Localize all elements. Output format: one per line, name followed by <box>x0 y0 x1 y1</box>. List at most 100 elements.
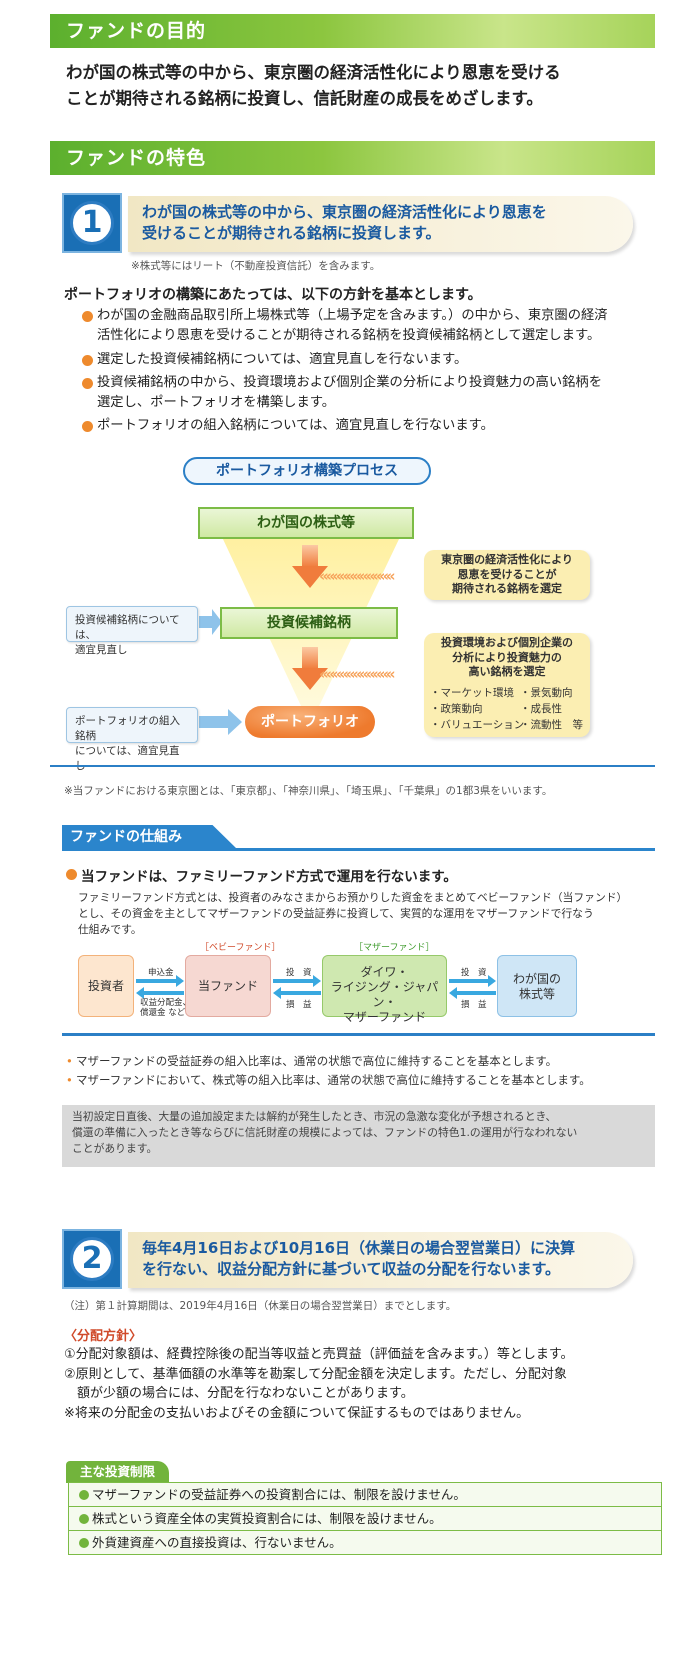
selection-box-1-l2: 恩恵を受けることが <box>457 567 557 581</box>
review-box-1-l1: 投資候補銘柄については、 <box>75 614 180 641</box>
subscription-label: 申込金 <box>148 968 174 978</box>
policy-bullet-3-l1: 投資候補銘柄の中から、投資環境および個別企業の分析により投資魅力の高い銘柄を <box>97 375 603 390</box>
caution-l2: 償還の準備に入ったとき等ならびに信託財産の規模によっては、ファンドの特色1.の運… <box>72 1126 578 1139</box>
stocks-l1: わが国の <box>512 972 561 986</box>
feature2-note: （注）第１計算期間は、2019年4月16日（休業日の場合翌営業日）までとします。 <box>64 1300 457 1312</box>
review-box-2: ポートフォリオの組入銘柄 については、適宜見直し <box>66 707 198 772</box>
distribution-policy-2b: 額が少額の場合には、分配を行なわないことがあります。 <box>64 1386 414 1401</box>
invest-label-1: 投 資 <box>286 968 312 978</box>
mother-fund-l1: ダイワ・ <box>360 965 409 979</box>
selection-box-2-l3: 高い銘柄を選定 <box>468 665 546 678</box>
feature2-number: 2 <box>70 1237 114 1281</box>
feature2-number-box: 2 <box>62 1229 122 1289</box>
mother-fund-l3: マザーファンド <box>342 1010 427 1024</box>
policy-bullet-3: 投資候補銘柄の中から、投資環境および個別企業の分析により投資魅力の高い銘柄を 選… <box>82 373 642 413</box>
distribution-label: 収益分配金、 償還金 など <box>140 998 191 1018</box>
selection-box-2-l1: 投資環境および個別企業の <box>441 636 573 649</box>
policy-bullet-3-l2: 選定し、ポートフォリオを構築します。 <box>97 395 336 410</box>
mother-fund-box: ダイワ・ ライジング・ジャパン・ マザーファンド <box>322 955 447 1024</box>
stocks-box: わが国の 株式等 <box>497 955 577 1017</box>
caution-l1: 当初設定日直後、大量の追加設定または解約が発生したとき、市況の急激な変化が予想さ… <box>72 1110 557 1123</box>
down-arrow-2-shaft <box>302 647 318 669</box>
stage-stocks: わが国の株式等 <box>198 507 414 539</box>
purpose-text: わが国の株式等の中から、東京圏の経済活性化により恩恵を受ける ことが期待される銘… <box>66 60 646 112</box>
restriction-3-text: 外貨建資産への直接投資は、行ないません。 <box>92 1535 342 1550</box>
selection-box-1: 東京圏の経済活性化により 恩恵を受けることが 期待される銘柄を選定 <box>424 550 590 600</box>
divider-2 <box>62 1033 655 1036</box>
distribution-policy-1: ①分配対象額は、経費控除後の配当等収益と売買益（評価益を含みます。）等とします。 <box>64 1347 574 1362</box>
profit-label-1: 損 益 <box>286 1000 312 1010</box>
down-arrow-2-head <box>292 668 328 690</box>
distribution-policy: ①分配対象額は、経費控除後の配当等収益と売買益（評価益を含みます。）等とします。… <box>64 1345 654 1423</box>
factor-valuation: ・バリュエーション <box>430 719 525 731</box>
factor-liquidity: ・流動性 等 <box>520 719 583 731</box>
mechanism-desc-2: とし、その資金を主としてマザーファンドの受益証券に投資して、実質的な運用をマザー… <box>78 907 594 920</box>
feature2-line2: を行ない、収益分配方針に基づいて収益の分配を行ないます。 <box>142 1260 561 1278</box>
restriction-3: 外貨建資産への直接投資は、行ないません。 <box>68 1530 662 1555</box>
mechanism-desc-3: 仕組みです。 <box>78 923 142 936</box>
policy-bullet-4-l1: ポートフォリオの組入銘柄については、適宜見直しを行ないます。 <box>97 418 494 433</box>
factor-growth: ・成長性 <box>520 703 562 715</box>
stage-portfolio: ポートフォリオ <box>245 706 375 738</box>
chevrons-2: ««««««««««« <box>319 665 395 683</box>
invest-label-2: 投 資 <box>461 968 487 978</box>
factor-policy: ・政策動向 <box>430 703 483 715</box>
restriction-2-dot <box>79 1514 89 1524</box>
policy-bullet-2-l1: 選定した投資候補銘柄については、適宜見直しを行ないます。 <box>97 352 468 367</box>
restriction-2: 株式という資産全体の実質投資割合には、制限を設けません。 <box>68 1506 662 1531</box>
chevrons-1: ««««««««««« <box>319 567 395 585</box>
mechanism-lead: 当ファンドは、ファミリーファンド方式で運用を行ないます。 <box>66 865 457 885</box>
feature1-line2: 受けることが期待される銘柄に投資します。 <box>142 224 441 242</box>
selection-box-1-l1: 東京圏の経済活性化により <box>441 553 573 566</box>
factor-market: ・マーケット環境 <box>430 687 514 699</box>
review-box-1-l2: 適宜見直し <box>75 644 128 656</box>
restrictions-tab: 主な投資制限 <box>66 1461 169 1483</box>
policy-bullet-4: ポートフォリオの組入銘柄については、適宜見直しを行ないます。 <box>82 416 642 436</box>
down-arrow-1-head <box>292 566 328 588</box>
feature2-line1: 毎年4月16日および10月16日（休業日の場合翌営業日）に決算 <box>142 1239 576 1257</box>
feature1-note: ※株式等にはリート（不動産投資信託）を含みます。 <box>131 260 381 272</box>
mechanism-lead-text: 当ファンドは、ファミリーファンド方式で運用を行ないます。 <box>81 869 457 885</box>
mother-fund-l2: ライジング・ジャパン・ <box>330 980 439 1009</box>
restriction-3-dot <box>79 1538 89 1548</box>
restriction-1-text: マザーファンドの受益証券への投資割合には、制限を設けません。 <box>92 1487 466 1502</box>
factor-economy: ・景気動向 <box>520 687 573 699</box>
policy-bullet-1-l2: 活性化により恩恵を受けることが期待される銘柄を投資候補銘柄として選定します。 <box>97 328 601 343</box>
arrow-distribution <box>136 987 184 999</box>
arrow-subscription <box>136 975 184 987</box>
caution-box: 当初設定日直後、大量の追加設定または解約が発生したとき、市況の急激な変化が予想さ… <box>62 1105 655 1167</box>
arrow-profit-2 <box>449 987 496 999</box>
selection-box-1-l3: 期待される銘柄を選定 <box>452 582 562 595</box>
mechanism-tab: ファンドの仕組み <box>62 825 237 849</box>
stage-candidates: 投資候補銘柄 <box>220 607 398 639</box>
review-box-1: 投資候補銘柄については、 適宜見直し <box>66 606 198 656</box>
restriction-2-text: 株式という資産全体の実質投資割合には、制限を設けません。 <box>92 1511 442 1526</box>
mechanism-desc-1: ファミリーファンド方式とは、投資者のみなさまからお預かりした資金をまとめてベビー… <box>78 891 628 904</box>
selection-box-2-l2: 分析により投資魅力の <box>452 650 562 664</box>
feature1-title: わが国の株式等の中から、東京圏の経済活性化により恩恵を 受けることが期待される銘… <box>128 196 633 252</box>
profit-label-2: 損 益 <box>461 1000 487 1010</box>
arrow-invest-1 <box>273 975 321 987</box>
review-box-2-l1: ポートフォリオの組入銘柄 <box>75 715 180 742</box>
arrow-invest-2 <box>449 975 496 987</box>
restriction-1: マザーファンドの受益証券への投資割合には、制限を設けません。 <box>68 1482 662 1507</box>
policy-bullet-1-l1: わが国の金融商品取引所上場株式等（上場予定を含みます。）の中から、東京圏の経済 <box>97 308 608 323</box>
flow-arrows <box>136 975 496 999</box>
feature2-title: 毎年4月16日および10月16日（休業日の場合翌営業日）に決算 を行ない、収益分… <box>128 1232 633 1288</box>
distribution-l1: 収益分配金、 <box>140 998 192 1008</box>
policy-bullet-2: 選定した投資候補銘柄については、適宜見直しを行ないます。 <box>82 350 642 370</box>
distribution-policy-3: ※将来の分配金の支払いおよびその金額について保証するものではありません。 <box>64 1405 530 1421</box>
purpose-line1: わが国の株式等の中から、東京圏の経済活性化により恩恵を受ける <box>66 63 561 82</box>
policy-bullet-1: わが国の金融商品取引所上場株式等（上場予定を含みます。）の中から、東京圏の経済 … <box>82 306 642 346</box>
stocks-l2: 株式等 <box>518 987 555 1001</box>
mechanism-underline <box>62 848 655 851</box>
feature1-line1: わが国の株式等の中から、東京圏の経済活性化により恩恵を <box>142 203 547 221</box>
tokyo-note: ※当ファンドにおける東京圏とは、「東京都」、「神奈川県」、「埼玉県」、「千葉県」… <box>64 785 553 797</box>
arrow-profit-1 <box>273 987 321 999</box>
mother-fund-label: ［マザーファンド］ <box>354 943 435 953</box>
this-fund-box: 当ファンド <box>185 955 271 1017</box>
baby-fund-label: ［ベビーファンド］ <box>200 943 281 953</box>
mechanism-lead-dot <box>66 869 77 880</box>
down-arrow-1-shaft <box>302 545 318 567</box>
selection-box-2: 投資環境および個別企業の 分析により投資魅力の 高い銘柄を選定 ・マーケット環境… <box>424 633 590 737</box>
